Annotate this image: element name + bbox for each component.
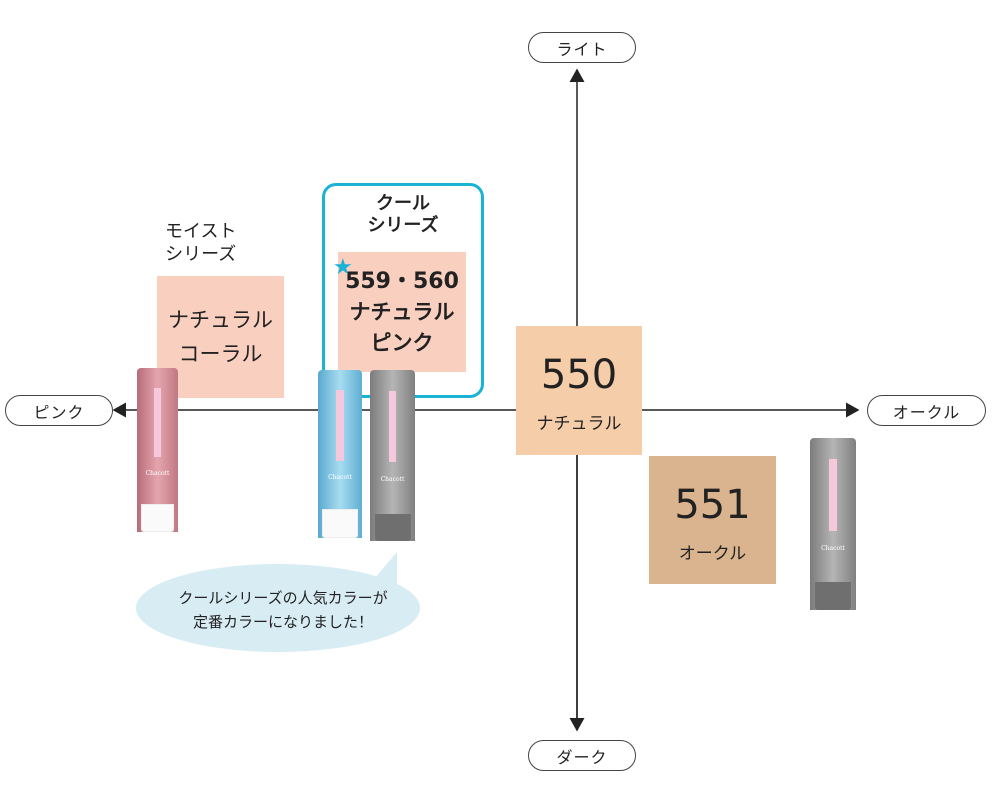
star-icon: ★ <box>333 255 353 280</box>
shade-name-line2: コーラル <box>178 342 263 366</box>
tube-pink-product: Chacott <box>137 368 178 532</box>
speech-bubble-shape <box>136 552 420 652</box>
shade-name-line2: ピンク <box>370 330 434 355</box>
speech-bubble-text: クールシリーズの人気カラーが 定番カラーになりました！ <box>140 586 426 634</box>
moist-series-line2: シリーズ <box>165 244 237 265</box>
axis-label-dark: ダーク <box>528 740 636 771</box>
cool-series-label: クール シリーズ <box>322 193 484 237</box>
shade-name: ナチュラル <box>536 414 622 434</box>
shade-name: オークル <box>678 543 747 564</box>
tube-gray-product: Chacott <box>370 370 415 541</box>
tube-gray-product-ochre: Chacott <box>810 438 856 610</box>
moist-series-line1: モイスト <box>165 221 237 242</box>
tube-blue-product: Chacott <box>318 370 362 538</box>
moist-series-label: モイスト シリーズ <box>165 220 236 266</box>
shade-code: 559・560 <box>345 268 459 294</box>
shade-natural-coral: ナチュラル コーラル <box>157 276 284 398</box>
shade-name-line1: ナチュラル <box>349 299 455 324</box>
shade-551: 551 オークル <box>649 456 776 584</box>
axis-label-ochre: オークル <box>867 395 986 426</box>
axis-label-light: ライト <box>528 32 636 63</box>
shade-code: 551 <box>674 481 751 528</box>
shade-natural-pink: 559・560 ナチュラル ピンク <box>338 252 466 372</box>
shade-name-line1: ナチュラル <box>168 308 273 332</box>
shade-code: 550 <box>540 352 618 398</box>
bubble-line2: 定番カラーになりました！ <box>192 613 373 631</box>
shade-550: 550 ナチュラル <box>516 326 642 455</box>
cool-series-line2: シリーズ <box>367 215 439 236</box>
axis-label-pink: ピンク <box>5 395 113 426</box>
bubble-line1: クールシリーズの人気カラーが <box>178 589 388 607</box>
cool-series-line1: クール <box>376 193 430 214</box>
